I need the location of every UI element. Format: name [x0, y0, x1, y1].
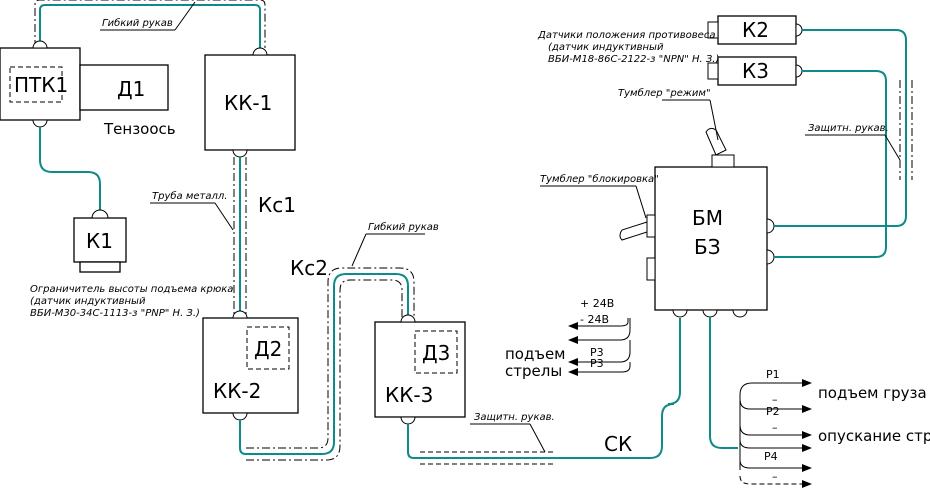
sig-minus24: - 24В: [580, 313, 609, 326]
ptk1-inner: [9, 66, 63, 103]
cable-ptk1-kk1: [39, 4, 261, 48]
label-protect-hose-right: Защитн. рукав.: [808, 123, 889, 134]
sig-p1: Р1: [766, 368, 780, 381]
kc2-label: Кс2: [290, 256, 328, 280]
leader-flex-top: [174, 1, 196, 31]
k23-note-2: (датчик индуктивный: [548, 42, 664, 53]
block-kk3: [374, 321, 466, 418]
kk3-inner-d3: [414, 330, 458, 374]
label-flex-hose-mid: Гибкий рукав: [368, 221, 439, 233]
tenzo-label: Тензоось: [103, 120, 176, 138]
ck-label: СК: [604, 432, 632, 456]
sig-p2: Р2: [766, 405, 780, 418]
leader-protect-bottom: [529, 423, 546, 453]
sig-boom-up-1: подъем: [505, 345, 566, 363]
k1-label: К1: [86, 229, 113, 253]
sig-p2-minus: –: [772, 421, 778, 434]
k1-note-1: Ограничитель высоты подъема крюка: [30, 284, 233, 295]
toggle-mode[interactable]: [711, 154, 735, 168]
k2-label: К2: [742, 18, 769, 42]
bm-label: БМ: [692, 206, 723, 230]
kk2-inner-d2: [246, 326, 290, 370]
sig-plus24: + 24В: [580, 297, 614, 310]
leader-toggle-mode: [709, 99, 719, 141]
leader-protect-right: [884, 134, 901, 161]
sig-load-up: подъем груза: [818, 384, 927, 402]
k1-note-2: (датчик индуктивный: [30, 296, 146, 307]
sig-p1-minus: –: [772, 393, 778, 406]
d2-label: Д2: [254, 337, 282, 361]
leader-toggle-lock: [635, 185, 647, 219]
kk2-label: КК-2: [213, 379, 261, 403]
label-protect-hose-bottom: Защитн. рукав.: [474, 412, 555, 423]
sig-p4-minus: –: [772, 470, 778, 483]
cable-kk3-bm: [407, 318, 681, 459]
block-kk1: [204, 54, 296, 151]
label-toggle-mode: Тумблер "режим": [618, 87, 711, 99]
block-kk2: [202, 317, 299, 414]
d1-label: Д1: [117, 77, 145, 101]
cable-k2-bm: [774, 29, 907, 227]
bz-label: БЗ: [694, 235, 721, 259]
leader-metal-pipe: [214, 202, 234, 231]
toggle-lock[interactable]: [619, 221, 648, 241]
leader-flex-mid: [351, 233, 367, 267]
label-flex-hose-top: Гибкий рукав: [102, 17, 173, 29]
hose-top: [34, 0, 266, 48]
block-d1: [79, 64, 169, 111]
cable-kk2-kk3: [239, 273, 409, 455]
cable-k3-bm: [774, 70, 887, 258]
kc1-label: Кс1: [258, 193, 296, 217]
block-bm-bz: [654, 166, 768, 311]
label-metal-pipe: Труба металл.: [152, 190, 227, 202]
sig-boom-up-2: стрелы: [505, 362, 562, 380]
kk3-label: КК-3: [385, 383, 433, 407]
sig-p3b: Р3: [590, 357, 604, 370]
sig-p4: Р4: [764, 450, 778, 463]
k1-note-3: ВБИ-М30-34С-1113-з "PNP" Н. З.): [30, 308, 200, 319]
k3-label: К3: [742, 59, 769, 83]
sig-p3a: Р3: [590, 346, 604, 359]
label-toggle-lock: Тумблер "блокировка": [540, 173, 659, 185]
d3-label: Д3: [422, 341, 450, 365]
ptk1-label: ПТК1: [14, 73, 68, 97]
toggle-lock-mount: [646, 214, 656, 238]
block-k1: [73, 217, 127, 263]
sig-boom-down: опускание стрелы: [818, 427, 930, 445]
kk1-label: КК-1: [224, 91, 272, 115]
k23-note-3: ВБИ-М18-86С-2122-з "NPN" Н. З.): [548, 54, 719, 65]
k23-note-1: Датчики положения противовеса: [537, 30, 715, 41]
cable-ptk1-k1: [39, 127, 101, 218]
cable-bm-relays: [709, 317, 738, 449]
